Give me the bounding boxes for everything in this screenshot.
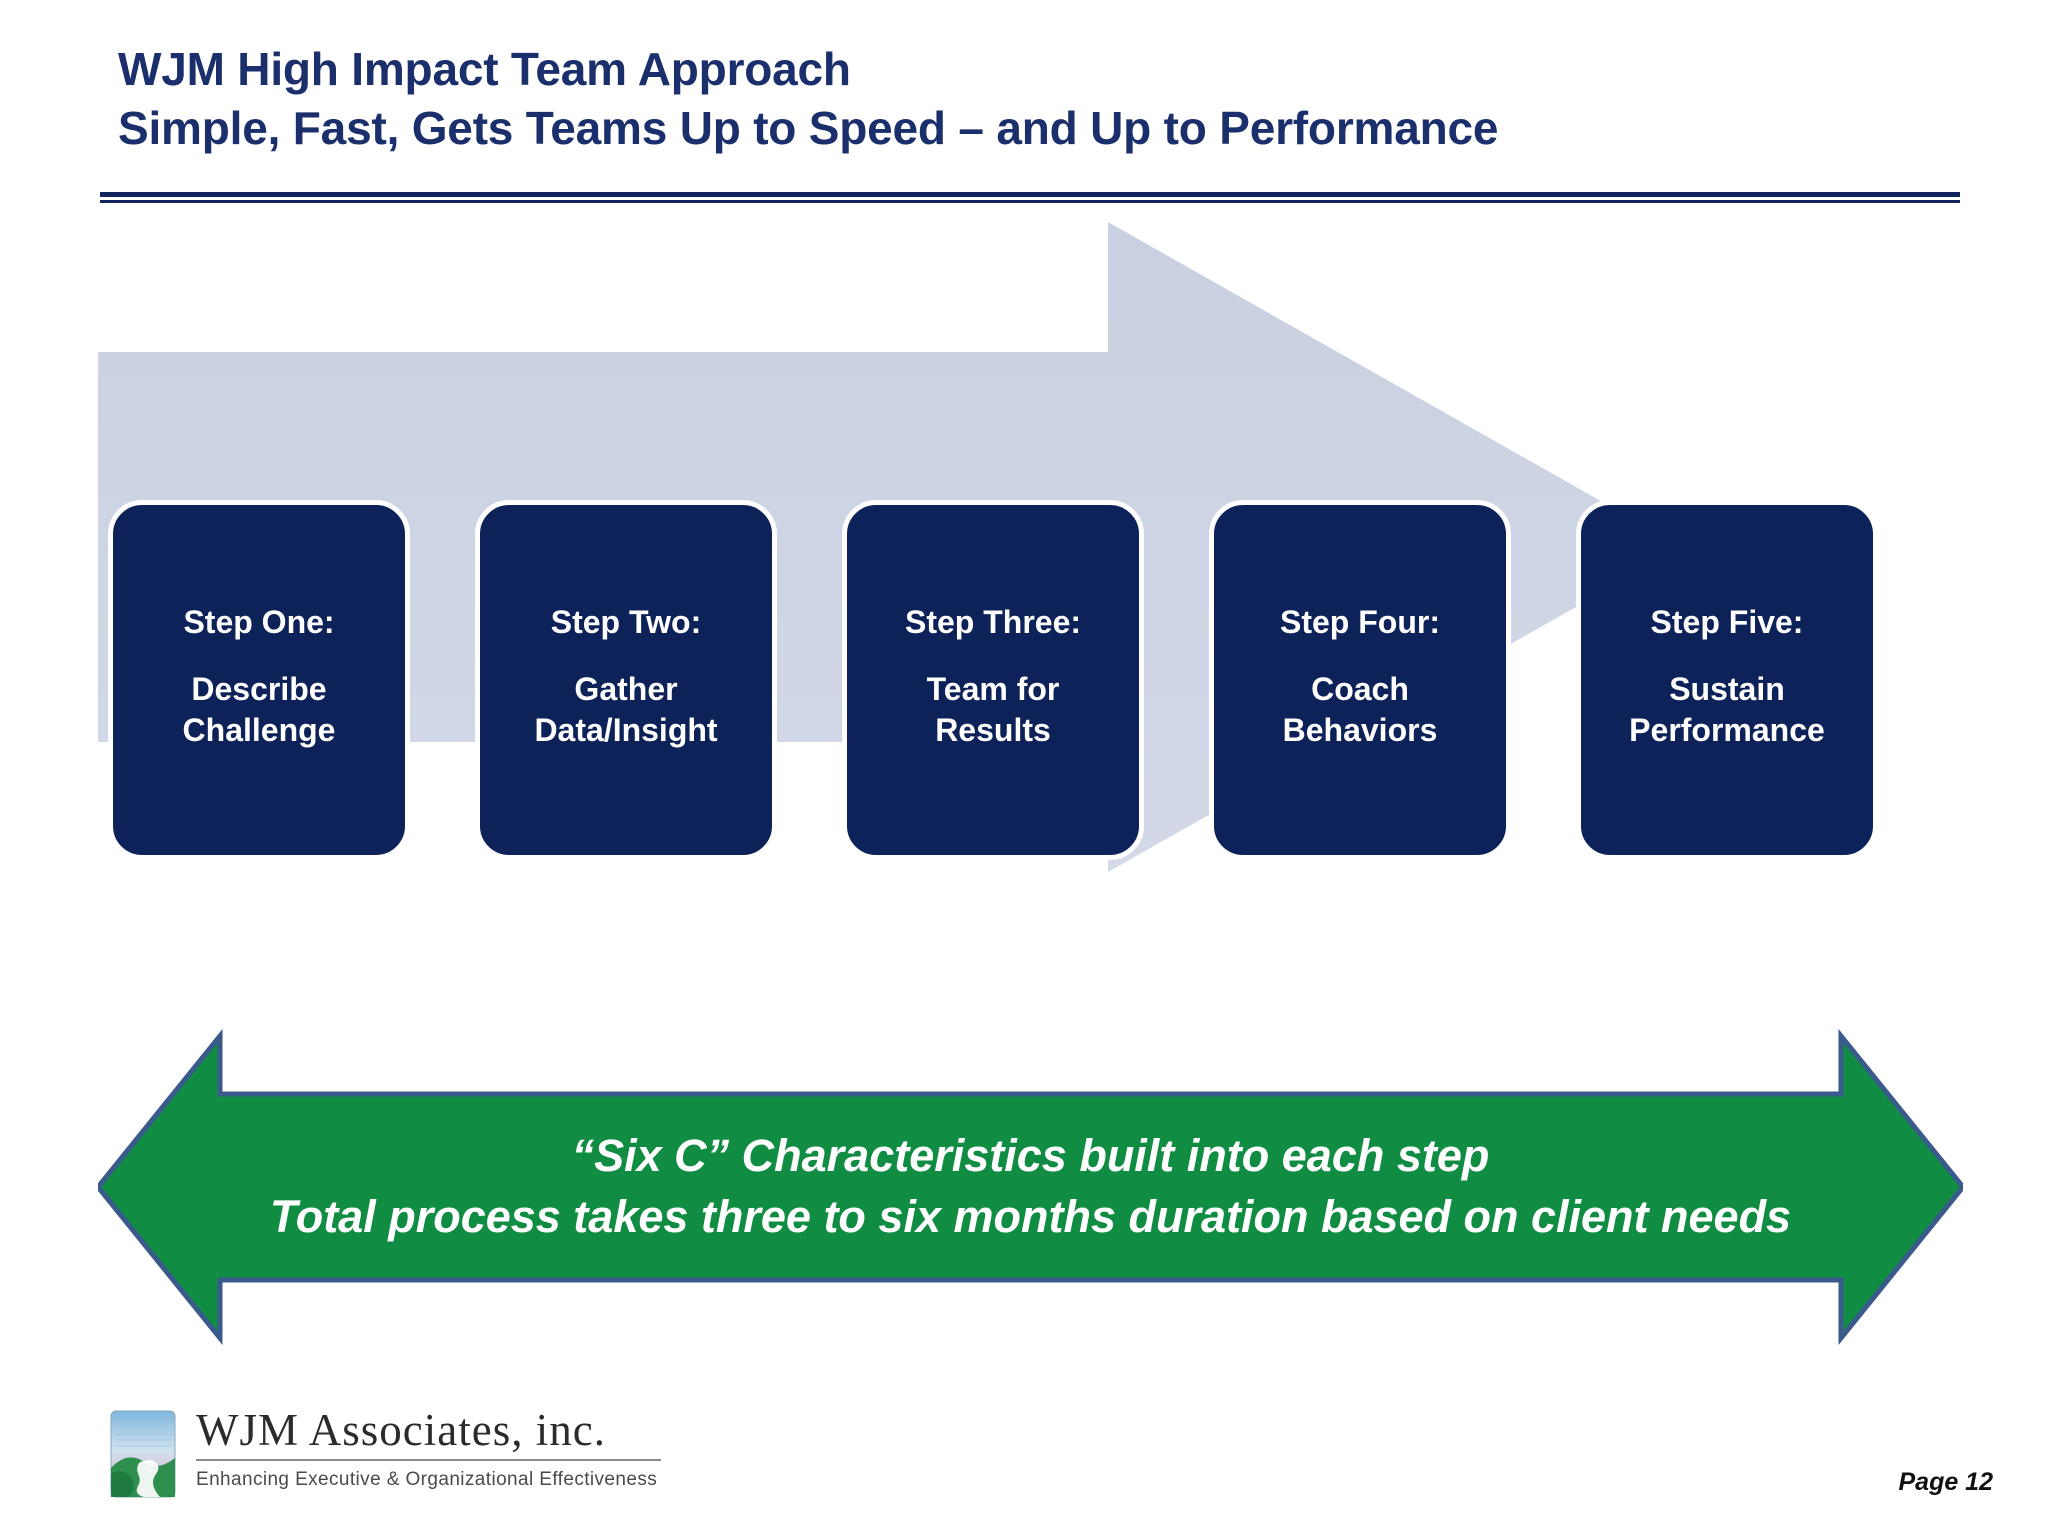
step-box-one[interactable]: Step One: Describe Challenge xyxy=(108,500,410,860)
company-logo: WJM Associates, inc. Enhancing Executive… xyxy=(110,1408,661,1498)
logo-tagline: Enhancing Executive & Organizational Eff… xyxy=(196,1469,658,1490)
step-five-heading: Step Five: xyxy=(1650,603,1804,640)
logo-rule xyxy=(196,1459,661,1461)
step-three-heading: Step Three: xyxy=(904,603,1082,640)
step-four-body: Coach Behaviors xyxy=(1283,669,1438,751)
step-three-body: Team for Results xyxy=(927,669,1060,751)
step-five-line1: Sustain xyxy=(1669,671,1785,708)
title-divider-thin-rule xyxy=(100,200,1960,203)
title-divider-gap xyxy=(100,197,1960,200)
step-three-line1: Team for xyxy=(926,671,1060,708)
title-divider xyxy=(100,192,1960,203)
step-box-two[interactable]: Step Two: Gather Data/Insight xyxy=(475,500,777,860)
wjm-landscape-icon xyxy=(110,1410,176,1498)
process-steps: Step One: Describe Challenge Step Two: G… xyxy=(108,500,1878,860)
step-one-heading: Step One: xyxy=(183,603,335,640)
duration-arrow-shape xyxy=(98,1022,1963,1352)
page-number: Page 12 xyxy=(1898,1468,1993,1496)
step-box-five[interactable]: Step Five: Sustain Performance xyxy=(1576,500,1878,860)
logo-wordmark: WJM Associates, inc. Enhancing Executive… xyxy=(196,1408,661,1491)
step-box-three[interactable]: Step Three: Team for Results xyxy=(842,500,1144,860)
step-two-body: Gather Data/Insight xyxy=(534,669,717,751)
step-five-body: Sustain Performance xyxy=(1629,669,1825,751)
step-five-line2: Performance xyxy=(1629,712,1825,749)
step-four-line2: Behaviors xyxy=(1282,712,1438,749)
slide-title: WJM High Impact Team Approach Simple, Fa… xyxy=(118,40,1948,158)
step-four-line1: Coach xyxy=(1311,671,1409,708)
step-two-heading: Step Two: xyxy=(550,603,702,640)
step-two-line1: Gather xyxy=(574,671,678,708)
title-divider-thick-rule xyxy=(100,192,1960,197)
logo-company-name: WJM Associates, inc. xyxy=(196,1405,606,1455)
title-line-1: WJM High Impact Team Approach xyxy=(118,43,851,95)
step-box-four[interactable]: Step Four: Coach Behaviors xyxy=(1209,500,1511,860)
step-two-line2: Data/Insight xyxy=(534,712,718,749)
step-four-heading: Step Four: xyxy=(1280,603,1440,640)
step-one-body: Describe Challenge xyxy=(183,669,336,751)
step-one-line2: Challenge xyxy=(182,712,336,749)
step-one-line1: Describe xyxy=(191,671,327,708)
step-three-line2: Results xyxy=(935,712,1051,749)
title-line-2: Simple, Fast, Gets Teams Up to Speed – a… xyxy=(118,101,1499,154)
